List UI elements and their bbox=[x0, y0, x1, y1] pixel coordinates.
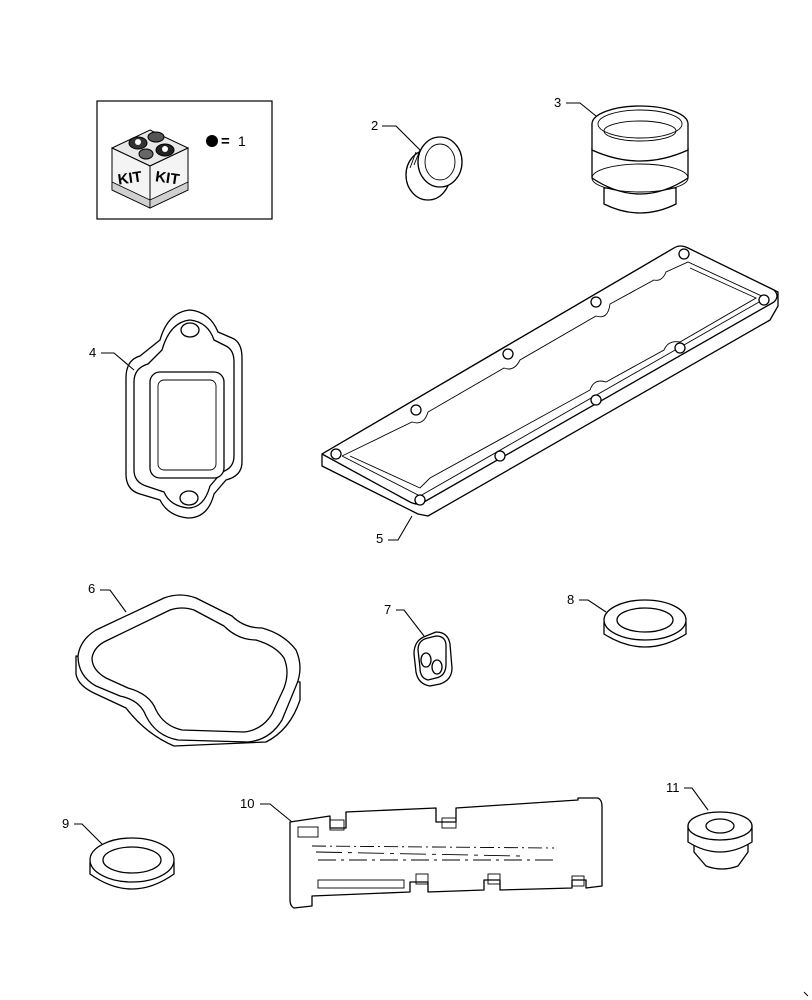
callout-9: 9 bbox=[62, 816, 69, 831]
callout-11: 11 bbox=[666, 780, 680, 795]
callout-6: 6 bbox=[88, 581, 95, 596]
corner-mark bbox=[803, 991, 809, 997]
callout-2: 2 bbox=[371, 118, 378, 133]
kit-label-right: KIT bbox=[154, 168, 180, 188]
callout-3: 3 bbox=[554, 95, 561, 110]
part-9-washer bbox=[89, 837, 175, 890]
kit-legend: KIT KIT = 1 bbox=[96, 100, 273, 220]
bullet-icon bbox=[206, 135, 218, 147]
kit-quantity: 1 bbox=[238, 133, 246, 149]
part-8-washer bbox=[603, 599, 687, 648]
kit-equals: = bbox=[221, 133, 230, 150]
part-5-cover-gasket bbox=[321, 245, 779, 517]
kit-box-icon: KIT KIT bbox=[110, 129, 190, 209]
callout-10: 10 bbox=[240, 796, 254, 811]
part-7-small-gasket bbox=[413, 631, 453, 687]
part-10-gasket-sheet bbox=[289, 797, 603, 909]
callout-7: 7 bbox=[384, 602, 391, 617]
part-2-plug bbox=[405, 136, 463, 201]
part-3-cup-plug bbox=[591, 105, 689, 214]
part-11-plug bbox=[687, 811, 753, 870]
callout-4: 4 bbox=[89, 345, 96, 360]
callout-5: 5 bbox=[376, 531, 383, 546]
part-4-flange-gasket bbox=[125, 309, 243, 519]
part-6-rectangular-gasket bbox=[75, 594, 301, 747]
callout-8: 8 bbox=[567, 592, 574, 607]
kit-label-left: KIT bbox=[117, 168, 143, 188]
